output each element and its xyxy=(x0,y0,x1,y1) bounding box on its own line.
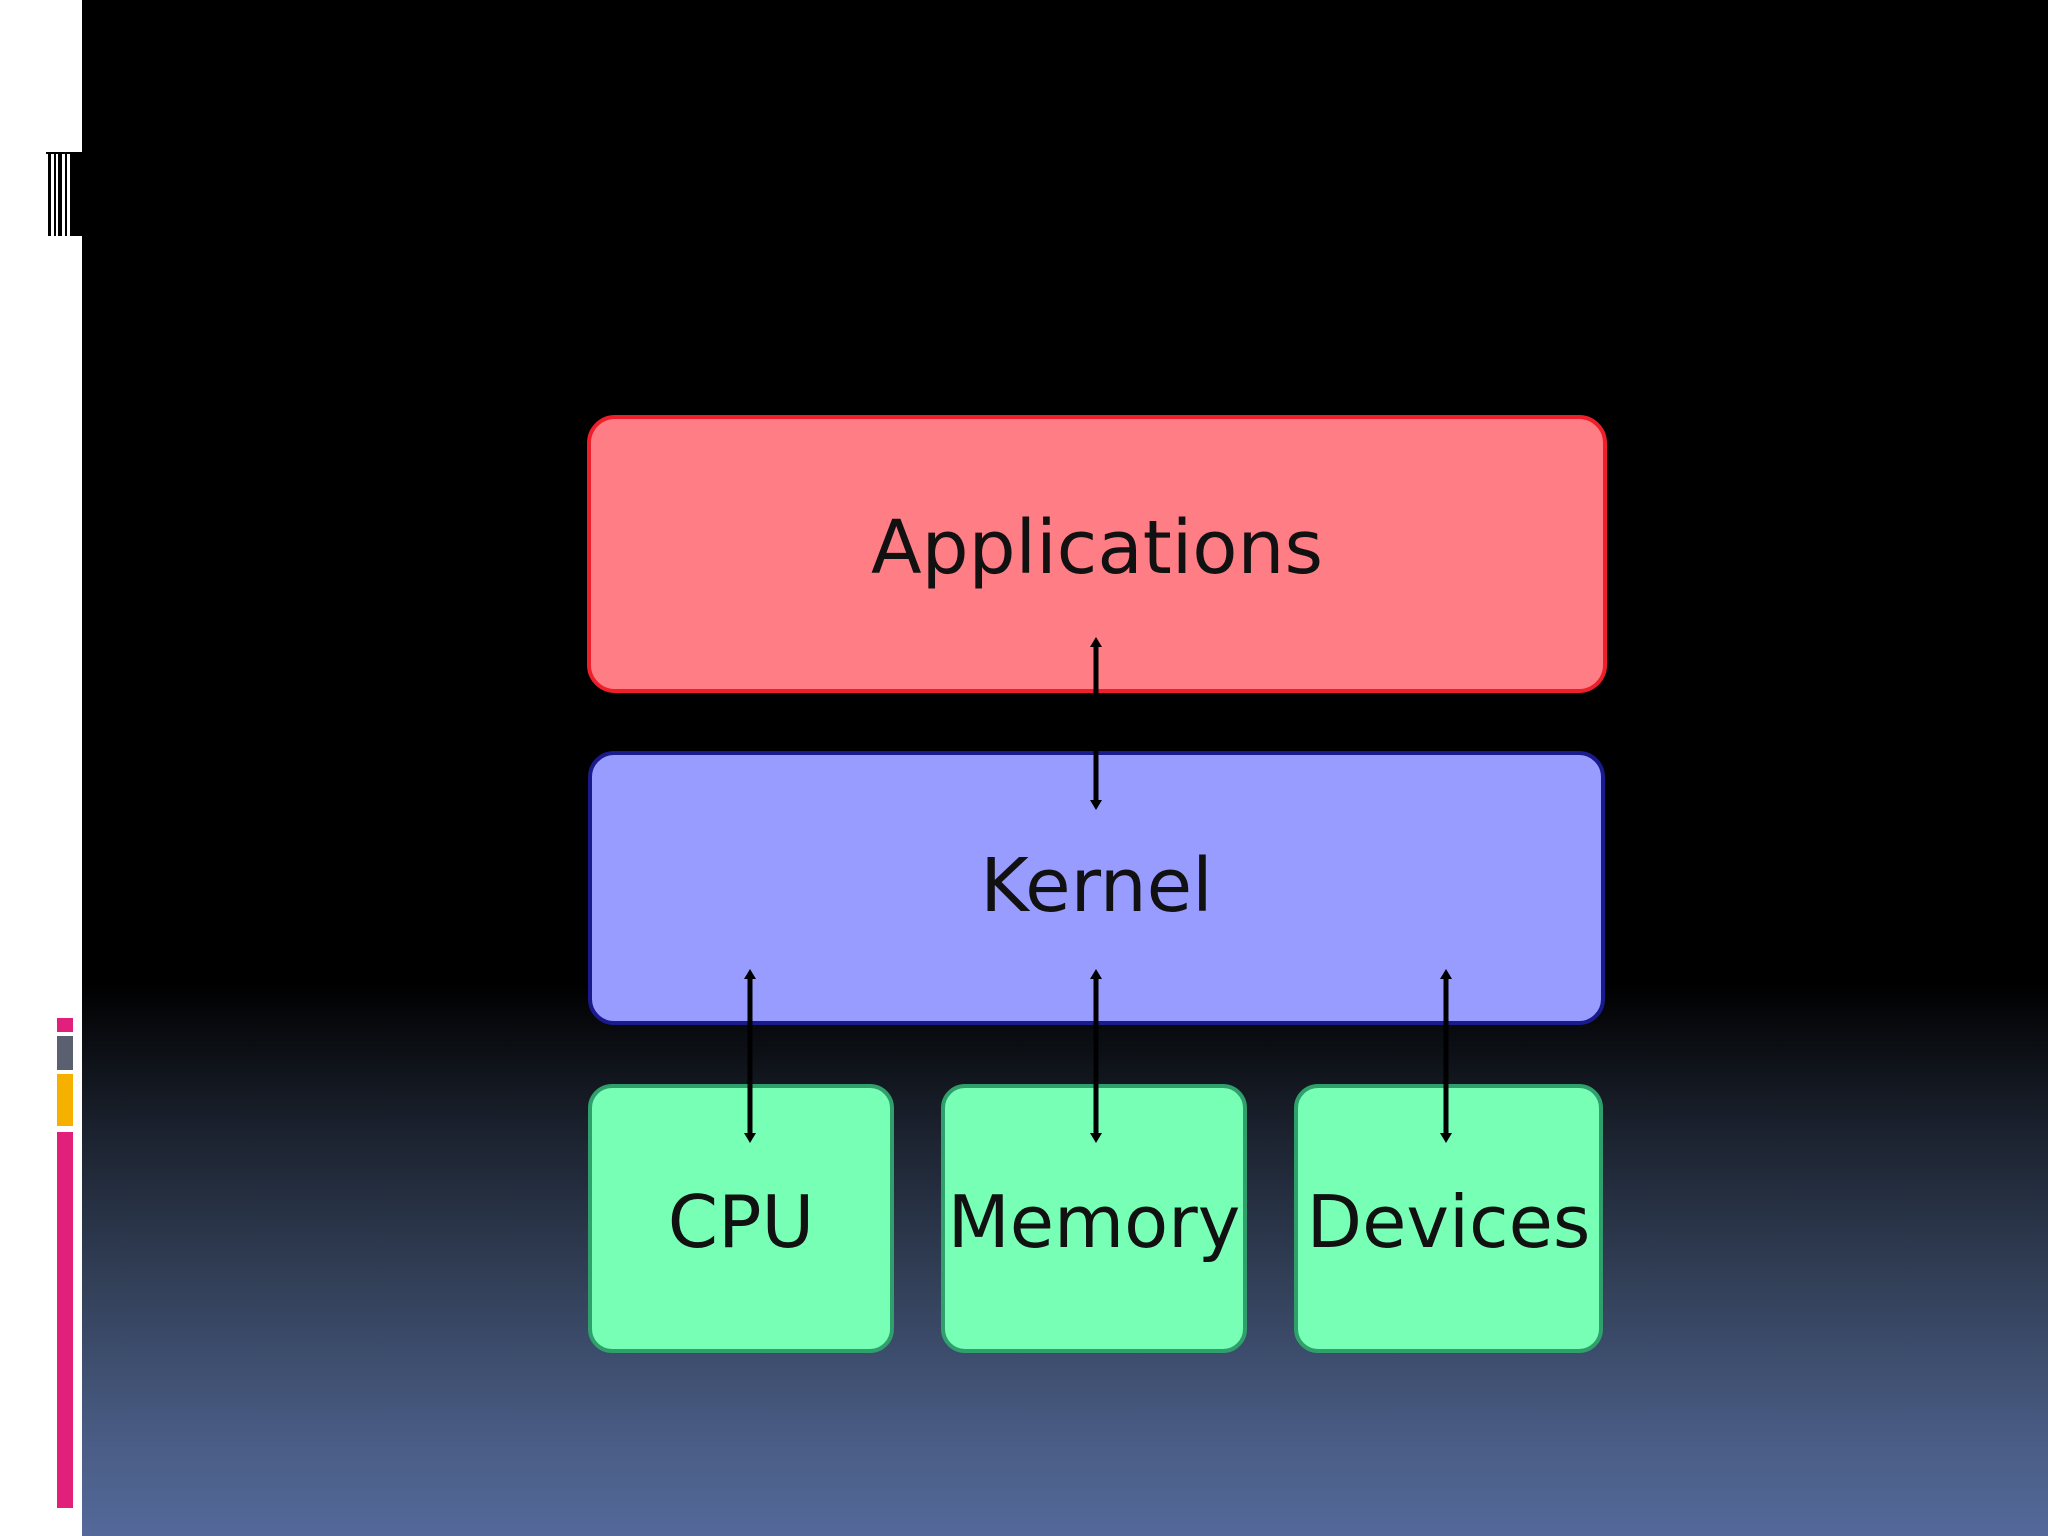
kernel-label: Kernel xyxy=(980,843,1213,929)
accent-bar-pink-top xyxy=(57,1018,73,1032)
devices-label: Devices xyxy=(1306,1180,1591,1264)
accent-bar-amber xyxy=(57,1074,73,1126)
memory-label: Memory xyxy=(947,1180,1241,1264)
accent-bar-slate xyxy=(57,1036,73,1070)
cpu-label: CPU xyxy=(667,1180,815,1264)
accent-bar-pink-long xyxy=(57,1132,73,1508)
cpu-box xyxy=(588,1084,894,1353)
applications-label: Applications xyxy=(870,505,1324,591)
barcode-logo-icon xyxy=(46,152,82,236)
